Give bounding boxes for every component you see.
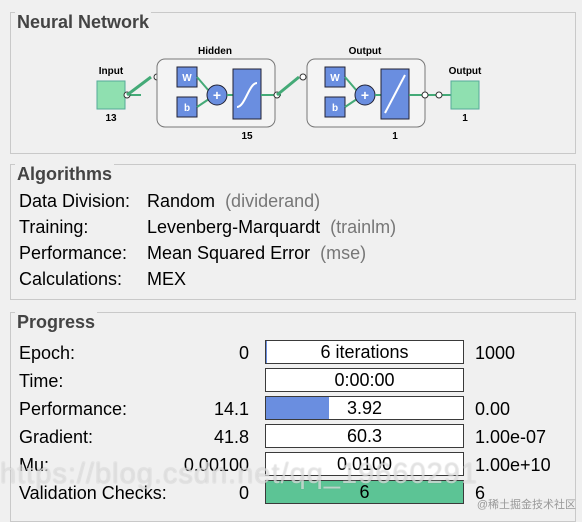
hidden-layer-size: 15 [241,131,253,142]
network-diagram: Input 13 Hidden W b + 15 [96,46,482,142]
progress-bar: 0.0100 [265,452,464,476]
output-label: Output [449,66,482,77]
svg-text:+: + [361,87,369,103]
hidden-layer-label: Hidden [198,46,232,57]
progress-current: 60.3 [346,426,383,446]
input-node: Input 13 [96,66,126,124]
progress-bar: 3.92 [265,396,464,420]
progress-end: 1000 [475,343,516,363]
algorithm-label: Calculations: [19,269,123,289]
input-size: 13 [105,113,117,124]
algorithm-label: Data Division: [19,191,131,211]
algorithm-value: Mean Squared Error [147,243,311,263]
progress-label: Epoch: [19,343,76,363]
progress-fill [266,341,268,363]
hidden-layer: Hidden W b + 15 [156,46,276,142]
svg-text:+: + [213,87,221,103]
output-layer: Output W b + 1 [306,46,426,142]
algorithm-value: Levenberg-Marquardt [147,217,321,237]
neural-network-title: Neural Network [15,12,152,33]
output-bias-label: b [332,103,338,114]
neural-network-panel: Neural Network Input 13 Hidden W b + [10,12,576,154]
progress-label: Validation Checks: [19,483,167,503]
output-layer-size: 1 [392,131,398,142]
progress-current: 0.0100 [336,454,393,474]
algorithm-value: Random [147,191,216,211]
algorithm-function: (mse) [320,243,367,263]
progress-end: 1.00e+10 [475,455,551,475]
input-label: Input [99,66,124,77]
progress-start: 0 [238,483,249,503]
algorithms-panel: Algorithms Data Division: Random (divide… [10,164,576,300]
algorithms-title: Algorithms [15,164,115,185]
algorithm-function: (trainlm) [330,217,397,237]
output-size: 1 [462,113,468,124]
progress-bar: 60.3 [265,424,464,448]
progress-start: 41.8 [213,427,249,447]
output-layer-label: Output [349,46,382,57]
progress-fill [266,481,463,503]
progress-current: 6 [359,482,370,502]
progress-fill [266,397,330,419]
output-weight-label: W [330,73,340,84]
algorithm-label: Training: [19,217,89,237]
progress-start: 0.00100 [183,455,249,475]
progress-current: 6 iterations [320,342,409,362]
algorithm-function: (dividerand) [225,191,321,211]
progress-start: 14.1 [213,399,249,419]
progress-label: Time: [19,371,64,391]
hidden-bias-label: b [184,103,190,114]
progress-label: Mu: [19,455,50,475]
progress-bar: 6 [265,480,464,504]
progress-start: 0 [238,343,249,363]
progress-panel: Progress Epoch: 0 6 iterations 1000 Time… [10,312,576,522]
progress-label: Performance: [19,399,128,419]
progress-bar: 6 iterations [265,340,464,364]
progress-current: 3.92 [346,398,383,418]
credit-watermark: @稀土掘金技术社区 [476,499,576,511]
progress-bar: 0:00:00 [265,368,464,392]
progress-end: 0.00 [475,399,511,419]
output-node: Output 1 [449,66,482,124]
progress-current: 0:00:00 [334,370,395,390]
algorithm-label: Performance: [19,243,128,263]
progress-title: Progress [15,312,98,333]
hidden-weight-label: W [182,73,192,84]
progress-end: 1.00e-07 [475,427,547,447]
progress-end: 6 [475,483,486,503]
progress-label: Gradient: [19,427,94,447]
algorithm-value: MEX [147,269,187,289]
